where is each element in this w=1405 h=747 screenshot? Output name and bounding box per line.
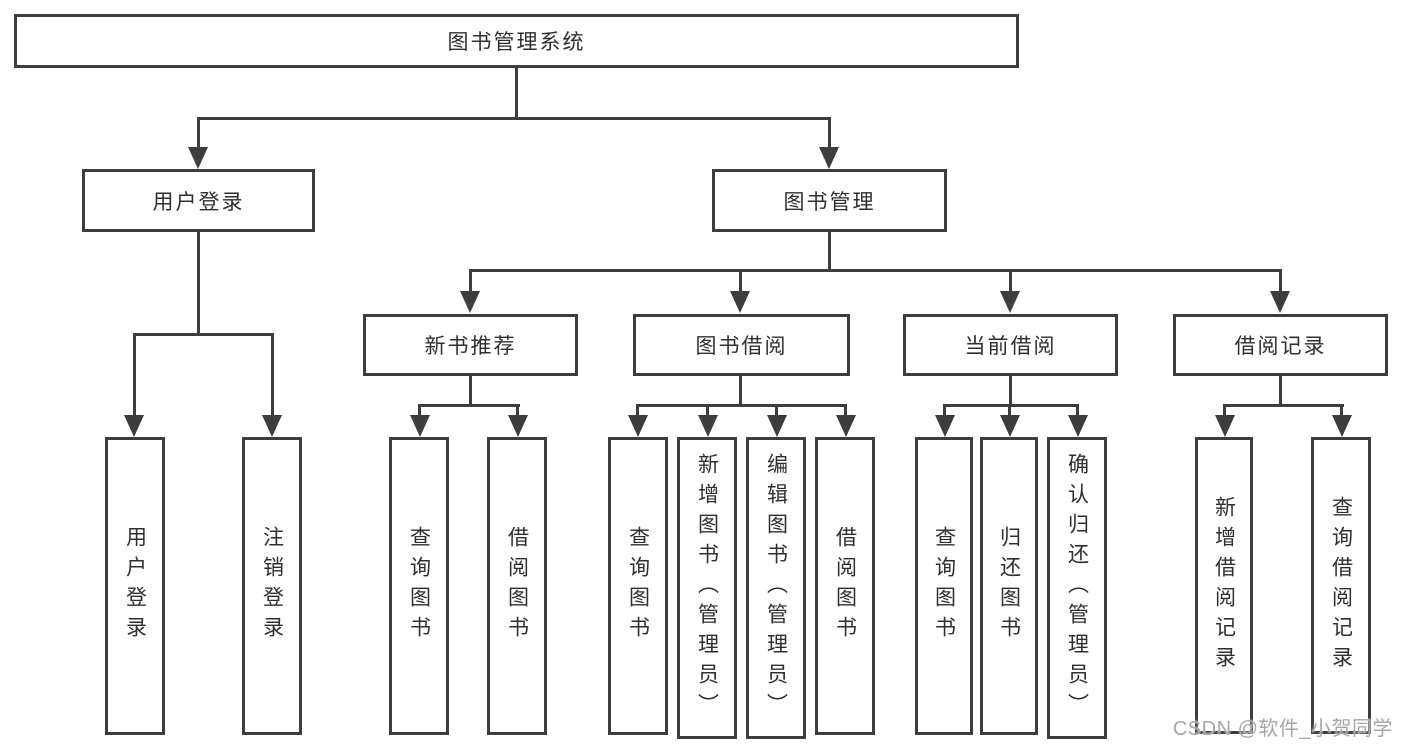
connector-line <box>1340 404 1343 419</box>
connector-line <box>1009 269 1012 295</box>
leaf-query-borrow-record-label: 查询借阅记录 <box>1329 495 1353 676</box>
connector-line <box>828 117 831 151</box>
leaf-add-borrow-record-label: 新增借阅记录 <box>1212 495 1236 676</box>
node-borrowing-records: 借阅记录 <box>1173 314 1388 376</box>
node-library-system-label: 图书管理系统 <box>447 31 586 54</box>
connector-line <box>844 404 847 419</box>
connector-line <box>1223 404 1226 419</box>
arrowhead-down-icon <box>628 415 648 437</box>
node-current-borrowing: 当前借阅 <box>903 314 1118 376</box>
node-book-management: 图书管理 <box>712 169 947 232</box>
leaf-confirm-return-admin: 确认归还（管理员） <box>1047 437 1107 739</box>
node-library-system: 图书管理系统 <box>14 14 1019 68</box>
arrowhead-down-icon <box>767 415 787 437</box>
arrowhead-down-icon <box>836 415 856 437</box>
connector-line <box>636 404 639 419</box>
arrowhead-down-icon <box>698 415 718 437</box>
leaf-query-borrow-record: 查询借阅记录 <box>1311 437 1371 734</box>
arrowhead-down-icon <box>730 291 750 313</box>
leaf-edit-book-admin: 编辑图书（管理员） <box>746 437 806 739</box>
node-user-login-label: 用户登录 <box>152 190 245 214</box>
leaf-logout-label: 注销登录 <box>260 526 284 646</box>
connector-line <box>516 404 519 419</box>
connector-line <box>1279 371 1282 407</box>
leaf-return-books-label: 归还图书 <box>997 526 1021 646</box>
arrowhead-down-icon <box>1000 415 1020 437</box>
leaf-add-borrow-record: 新增借阅记录 <box>1195 437 1253 734</box>
node-current-borrowing-label: 当前借阅 <box>964 335 1057 358</box>
arrowhead-down-icon <box>188 147 208 169</box>
connector-line <box>469 269 1282 272</box>
connector-line <box>515 66 518 118</box>
connector-line <box>1008 404 1011 419</box>
connector-line <box>469 269 472 295</box>
leaf-logout: 注销登录 <box>242 437 302 735</box>
leaf-borrow-books-borrowing-label: 借阅图书 <box>833 526 857 646</box>
arrowhead-down-icon <box>410 415 430 437</box>
arrowhead-down-icon <box>1270 291 1290 313</box>
leaf-edit-book-admin-label: 编辑图书（管理员） <box>764 453 788 723</box>
leaf-query-books-borrowing: 查询图书 <box>608 437 668 735</box>
connector-line <box>943 404 946 419</box>
arrowhead-down-icon <box>1332 415 1352 437</box>
leaf-query-books-recommend-label: 查询图书 <box>407 526 431 646</box>
node-new-book-recommend-label: 新书推荐 <box>424 335 517 358</box>
arrowhead-down-icon <box>508 415 528 437</box>
node-book-borrowing-label: 图书借阅 <box>695 335 788 358</box>
connector-line <box>418 404 520 407</box>
connector-line <box>469 371 472 407</box>
leaf-borrow-books-recommend: 借阅图书 <box>487 437 547 735</box>
node-book-management-label: 图书管理 <box>783 190 876 214</box>
arrowhead-down-icon <box>1215 415 1235 437</box>
leaf-add-book-admin: 新增图书（管理员） <box>677 437 737 739</box>
connector-line <box>706 404 709 419</box>
connector-line <box>197 117 200 151</box>
arrowhead-down-icon <box>124 415 144 437</box>
connector-line <box>1009 371 1012 407</box>
connector-line <box>1076 404 1079 419</box>
node-book-borrowing: 图书借阅 <box>633 314 850 376</box>
connector-line <box>636 404 847 407</box>
leaf-borrow-books-borrowing: 借阅图书 <box>815 437 875 735</box>
connector-line <box>943 404 1079 407</box>
connector-line <box>775 404 778 419</box>
leaf-user-login-label: 用户登录 <box>123 526 147 646</box>
connector-line <box>197 230 200 335</box>
arrowhead-down-icon <box>935 415 955 437</box>
arrowhead-down-icon <box>1000 291 1020 313</box>
connector-line <box>271 333 274 417</box>
leaf-confirm-return-admin-label: 确认归还（管理员） <box>1065 453 1089 723</box>
watermark: CSDN @软件_小贺同学 <box>1172 718 1393 740</box>
leaf-query-books-current: 查询图书 <box>915 437 973 735</box>
connector-line <box>1223 404 1344 407</box>
connector-line <box>197 117 831 120</box>
connector-line <box>1279 269 1282 295</box>
arrowhead-down-icon <box>460 291 480 313</box>
leaf-add-book-admin-label: 新增图书（管理员） <box>695 453 719 723</box>
leaf-return-books: 归还图书 <box>980 437 1038 735</box>
leaf-query-books-current-label: 查询图书 <box>932 526 956 646</box>
leaf-query-books-borrowing-label: 查询图书 <box>626 526 650 646</box>
arrowhead-down-icon <box>819 147 839 169</box>
arrowhead-down-icon <box>262 415 282 437</box>
connector-line <box>133 333 136 417</box>
connector-line <box>133 333 274 336</box>
leaf-borrow-books-recommend-label: 借阅图书 <box>505 526 529 646</box>
connector-line <box>739 269 742 295</box>
leaf-user-login: 用户登录 <box>105 437 165 735</box>
node-user-login: 用户登录 <box>82 169 315 232</box>
connector-line <box>739 371 742 407</box>
connector-line <box>828 230 831 272</box>
leaf-query-books-recommend: 查询图书 <box>389 437 449 735</box>
node-borrowing-records-label: 借阅记录 <box>1234 335 1327 358</box>
arrowhead-down-icon <box>1068 415 1088 437</box>
connector-line <box>418 404 421 419</box>
node-new-book-recommend: 新书推荐 <box>363 314 578 376</box>
